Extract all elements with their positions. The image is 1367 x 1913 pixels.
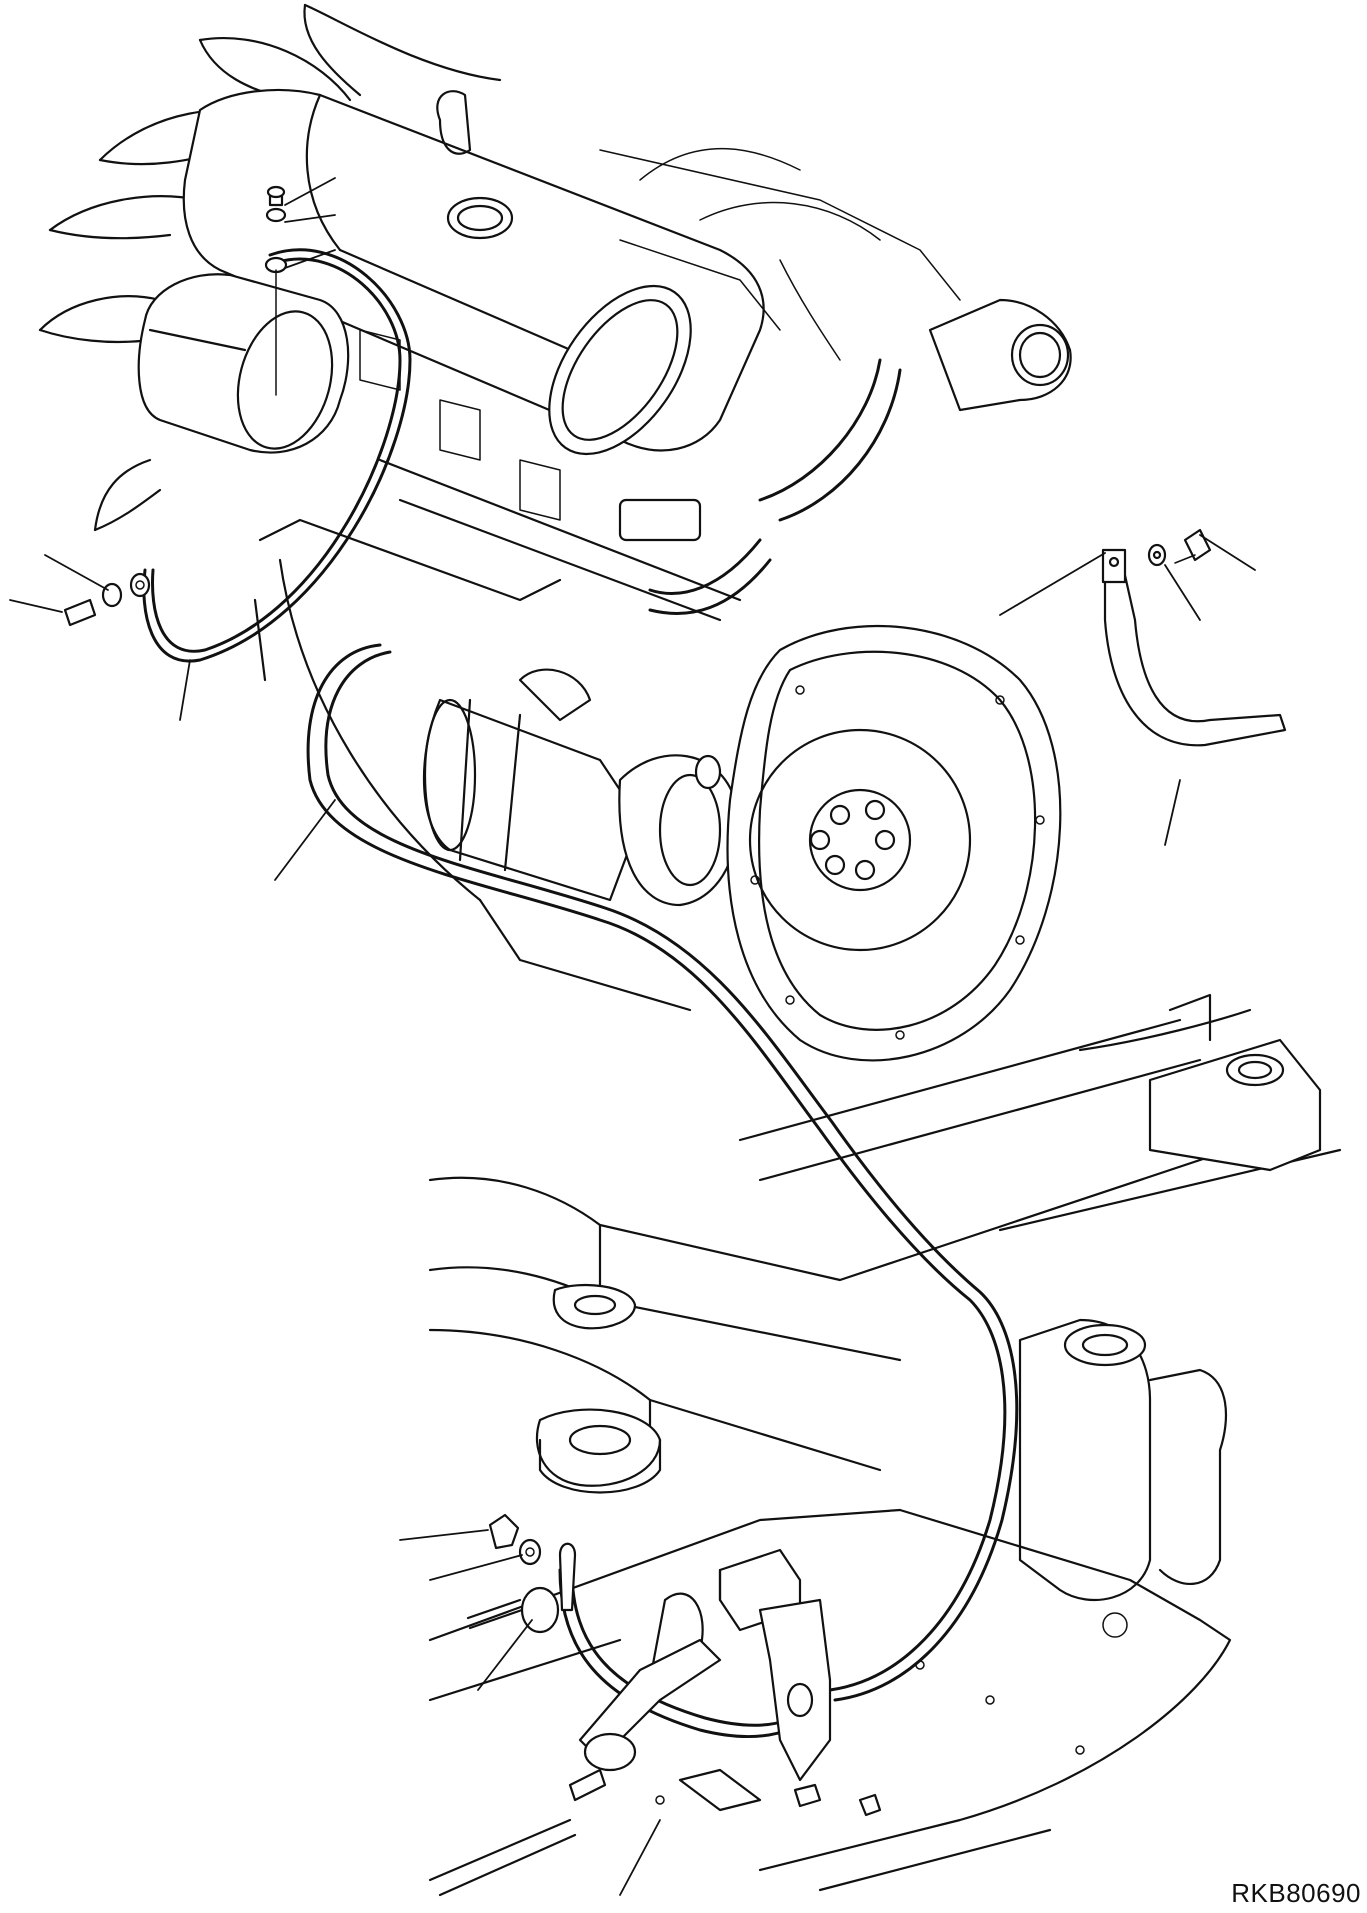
flywheel-housing	[726, 624, 1062, 1062]
ground-strap	[1101, 528, 1287, 747]
starter-motor	[422, 668, 739, 907]
cooling-fan	[38, 3, 502, 532]
battery-cables	[142, 248, 1019, 1738]
battery-relay	[466, 1513, 882, 1817]
engine	[137, 88, 1072, 1012]
callout-leaders	[9, 177, 1256, 1896]
revolving-frame	[428, 993, 1342, 1897]
drawing-code: RKB80690	[1231, 1878, 1361, 1908]
